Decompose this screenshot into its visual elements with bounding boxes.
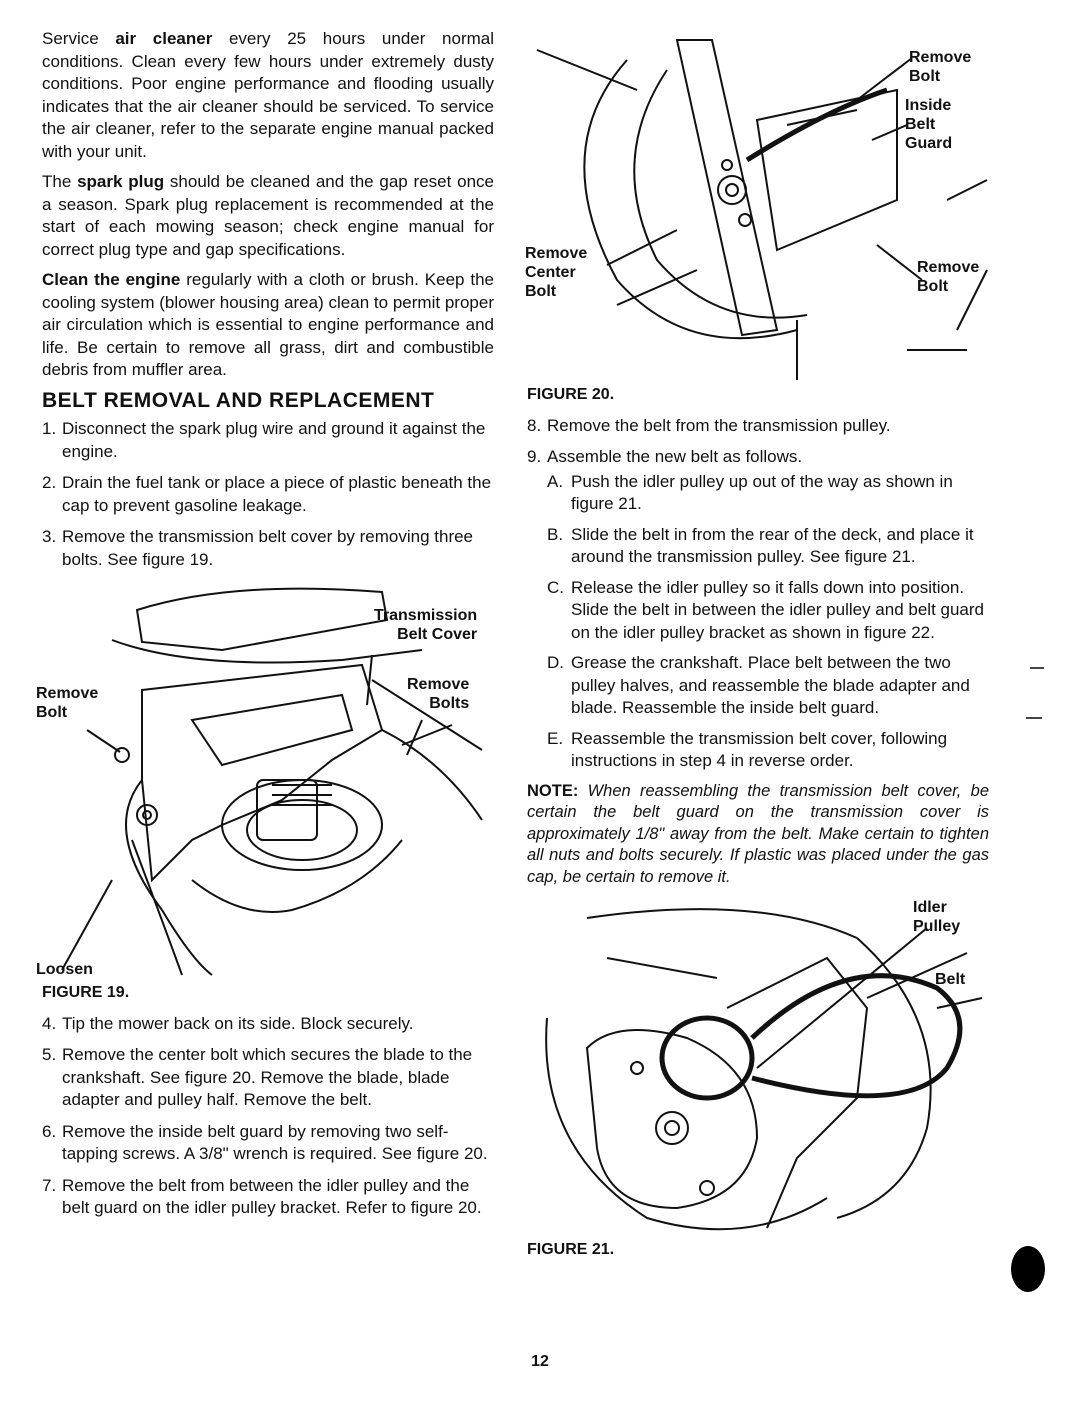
list-item: 6.Remove the inside belt guard by removi… <box>42 1121 488 1164</box>
right-column: Remove Bolt Inside Belt Guard Remove Cen… <box>525 30 989 1270</box>
figure-20-callout-remove-center-bolt: Remove Center Bolt <box>525 245 588 300</box>
steps-1-3: 1.Disconnect the spark plug wire and gro… <box>42 418 494 571</box>
substeps: A.Push the idler pulley up out of the wa… <box>527 471 989 773</box>
figure-20-callout-inside-belt-guard: Inside Belt Guard <box>905 97 953 152</box>
list-item: 3.Remove the transmission belt cover by … <box>42 527 474 569</box>
figure-19-caption: FIGURE 19. <box>42 984 130 1001</box>
figure-20-callout-remove-bolt-top: Remove Bolt <box>909 49 972 85</box>
figure-19-callout-remove-bolt: Remove Bolt <box>36 685 99 721</box>
steps-4-7: 4.Tip the mower back on its side. Block … <box>42 1013 494 1220</box>
margin-mark <box>1030 667 1044 669</box>
note-lead: NOTE: <box>527 781 588 800</box>
list-item: 9.Assemble the new belt as follows. <box>527 447 803 466</box>
clean-engine-term: Clean the engine <box>42 270 181 289</box>
left-column: Service air cleaner every 25 hours under… <box>36 28 494 1229</box>
list-item: 7.Remove the belt from between the idler… <box>42 1175 482 1218</box>
steps-8-9: 8.Remove the belt from the transmission … <box>527 415 989 469</box>
figure-21-callout-belt: Belt <box>935 971 966 988</box>
section-heading: BELT REMOVAL AND REPLACEMENT <box>42 388 435 412</box>
list-item: C.Release the idler pulley so it falls d… <box>547 577 985 642</box>
figure-19-callout-remove-bolts: Remove Bolts <box>407 676 470 712</box>
figure-20-illustration <box>536 39 988 380</box>
figure-21-illustration <box>545 908 983 1231</box>
note-body: When reassembling the transmission belt … <box>527 781 989 886</box>
spark-plug-term: spark plug <box>77 172 165 191</box>
list-item: 4.Tip the mower back on its side. Block … <box>42 1013 414 1033</box>
page-tab-marker <box>1011 1246 1045 1292</box>
list-item: 1.Disconnect the spark plug wire and gro… <box>42 419 486 461</box>
margin-mark <box>1026 717 1042 719</box>
figure-19-callout-transmission-cover: Transmission Belt Cover <box>374 607 478 643</box>
air-cleaner-term: air cleaner <box>115 29 213 48</box>
figure-19-illustration <box>61 587 483 976</box>
list-item: 8.Remove the belt from the transmission … <box>527 415 891 435</box>
spark-plug-paragraph: The spark plug should be cleaned and the… <box>42 172 494 259</box>
page-number: 12 <box>531 1353 549 1370</box>
list-item: E.Reassemble the transmission belt cover… <box>547 728 948 771</box>
list-item: 2.Drain the fuel tank or place a piece o… <box>42 473 492 515</box>
figure-20-callout-remove-bolt-right: Remove Bolt <box>917 259 980 295</box>
figure-20: Remove Bolt Inside Belt Guard Remove Cen… <box>525 30 989 382</box>
figure-19-callout-loosen: Loosen <box>36 961 93 978</box>
figure-21: Idler Pulley Belt <box>527 898 989 1243</box>
figure-20-caption: FIGURE 20. <box>527 386 615 403</box>
figure-21-caption: FIGURE 21. <box>527 1241 615 1258</box>
list-item: B.Slide the belt in from the rear of the… <box>547 524 974 567</box>
list-item: 5.Remove the center bolt which secures t… <box>42 1045 473 1109</box>
list-item: A.Push the idler pulley up out of the wa… <box>547 471 953 514</box>
clean-engine-paragraph: Clean the engine regularly with a cloth … <box>42 270 494 379</box>
air-cleaner-paragraph: Service air cleaner every 25 hours under… <box>42 29 494 161</box>
note-paragraph: NOTE: When reassembling the transmission… <box>527 781 989 889</box>
figure-19: Transmission Belt Cover Remove Bolts Rem… <box>36 580 494 980</box>
figure-21-callout-idler-pulley: Idler Pulley <box>913 899 961 935</box>
list-item: D.Grease the crankshaft. Place belt betw… <box>547 653 970 717</box>
